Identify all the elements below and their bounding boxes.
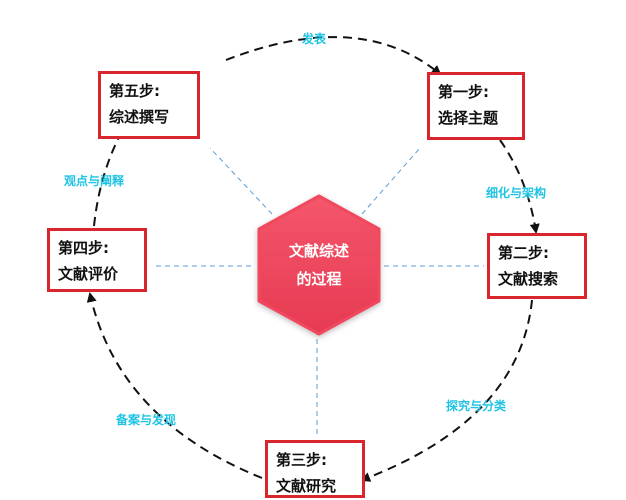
step1-title: 第一步: [438,83,489,101]
step1-label: 选择主题 [438,109,499,127]
step2-label: 文献搜索 [498,270,559,288]
step1-box: 第一步: 选择主题 [427,72,525,140]
step4-box: 第四步: 文献评价 [47,228,147,292]
step4-label: 文献评价 [58,265,119,283]
arc-explore [360,299,533,482]
edge-label-viewpoint: 观点与阐释 [64,174,125,188]
step4-title: 第四步: [58,239,109,257]
step5-title: 第五步: [109,82,160,100]
arc-record [86,292,263,479]
step3-label: 文献研究 [276,477,337,495]
step2-title: 第二步: [498,244,549,262]
spoke-step5 [209,147,273,215]
center-hexagon [257,194,381,336]
edge-label-publish: 发表 [302,32,327,46]
edge-label-explore: 探究与分类 [446,399,507,413]
arc-publish [225,36,442,76]
center-label: 文献综述 的过程 [267,237,371,293]
arc-refine [499,139,540,234]
center-label-line2: 的过程 [296,270,342,288]
step5-box: 第五步: 综述撰写 [98,71,200,139]
edge-label-refine: 细化与架构 [486,186,547,200]
spoke-step1 [361,147,421,215]
edge-label-record: 备案与发现 [116,413,177,427]
step3-box: 第三步: 文献研究 [265,440,365,498]
step5-label: 综述撰写 [109,108,170,126]
step2-box: 第二步: 文献搜索 [487,233,587,299]
step3-title: 第三步: [276,451,327,469]
center-label-line1: 文献综述 [288,242,349,260]
